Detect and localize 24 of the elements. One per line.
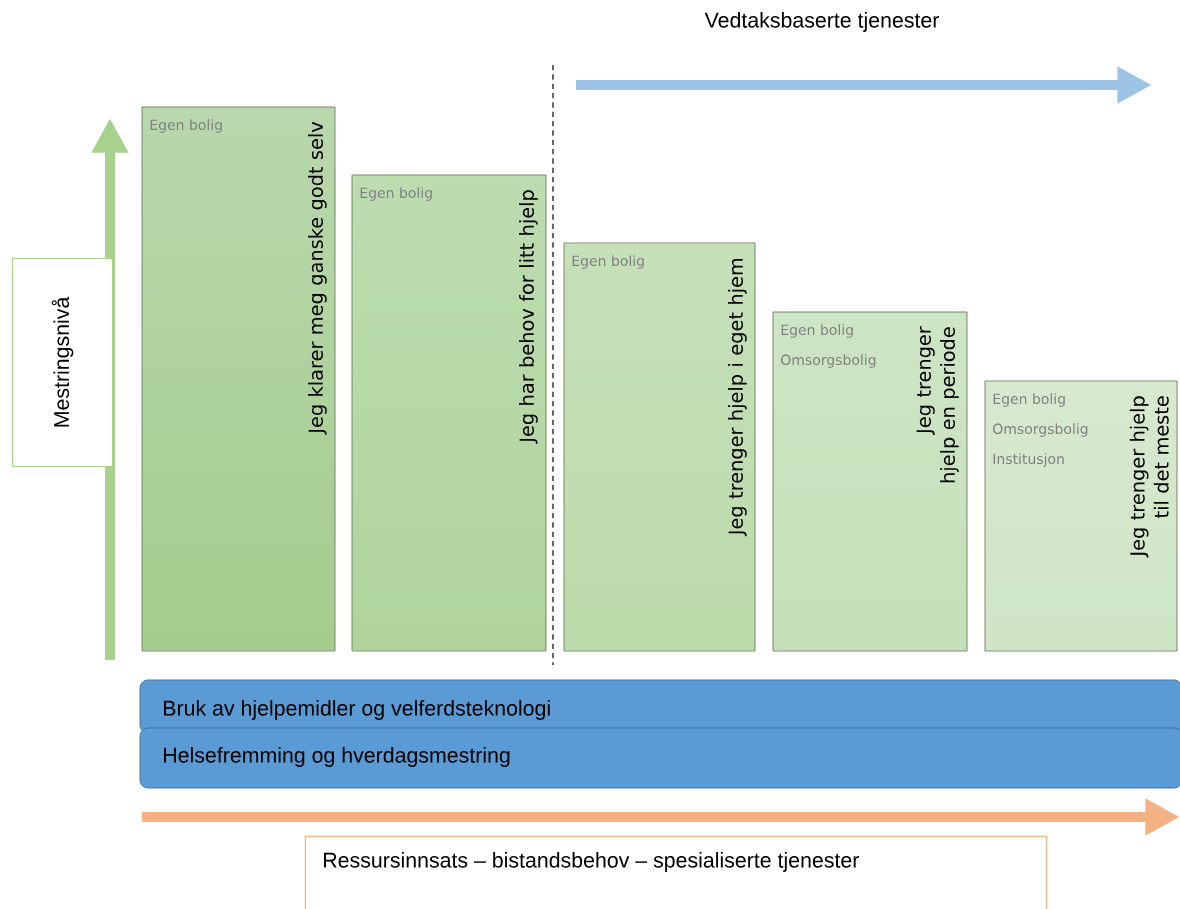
column-label: Jeg trenger hjelp en periode <box>916 326 959 483</box>
column-label: Jeg klarer meg ganske godt selv <box>308 121 327 435</box>
column-label: Jeg trenger hjelp i eget hjem <box>728 258 747 537</box>
level-column <box>141 106 336 652</box>
level-column <box>563 242 756 652</box>
housing-label: Omsorgsbolig <box>781 354 876 368</box>
axis-label-box: Mestringsnivå <box>11 257 114 468</box>
node-label: Bruk av hjelpemidler og velferdsteknologi <box>164 700 550 720</box>
level-column <box>984 380 1178 652</box>
level-column <box>772 311 968 652</box>
column-label: Jeg trenger hjelp til det meste <box>1129 396 1169 558</box>
housing-label: Egen bolig <box>993 393 1065 407</box>
label-box: Ressursinnsats – bistandsbehov – spesialiserte tjenester <box>304 835 1048 909</box>
level-column <box>351 174 547 652</box>
band: Bruk av hjelpemidler og velferdsteknologi <box>139 679 1180 734</box>
housing-label: Egen bolig <box>781 324 853 338</box>
housing-label: Egen bolig <box>150 119 222 133</box>
housing-label: Egen bolig <box>572 255 644 269</box>
section-heading: Vedtaksbaserte tjenester <box>704 12 939 32</box>
band: Helsefremming og hverdagsmestring <box>139 727 1180 789</box>
housing-label: Egen bolig <box>360 187 432 201</box>
housing-label: Omsorgsbolig <box>993 423 1088 437</box>
column-label: Jeg har behov for litt hjelp <box>519 190 538 444</box>
housing-label: Institusjon <box>993 453 1064 467</box>
